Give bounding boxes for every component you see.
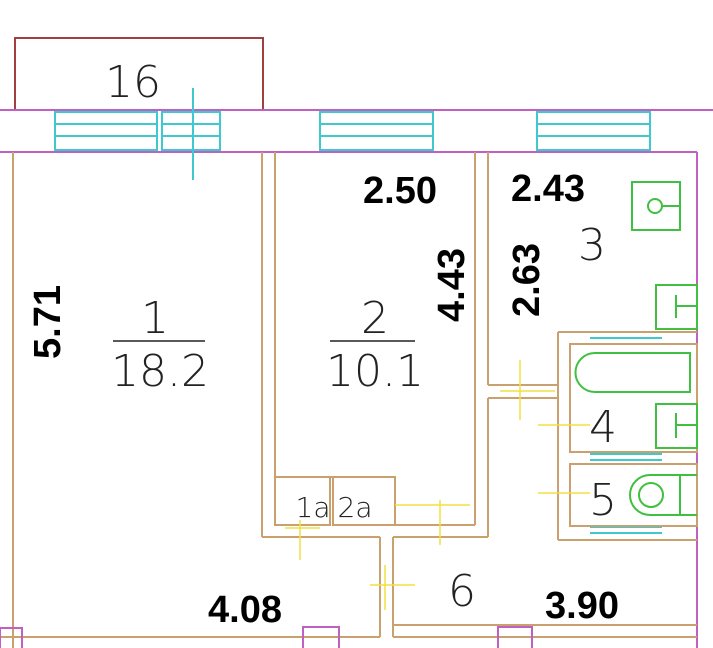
room-2-area: 10.1 (326, 346, 424, 397)
bathtub-icon (574, 352, 691, 393)
bottom-openings (0, 626, 533, 648)
door-marks (285, 360, 590, 610)
room-4-number: 4 (589, 402, 617, 453)
washbasin-icon (655, 403, 698, 449)
room-2a-number: 2a (338, 491, 373, 524)
sink-room3-icon (631, 181, 681, 231)
room-1-width-dimension: 4.08 (208, 589, 282, 631)
room-1a-number: 1a (296, 491, 331, 524)
room-1-area: 18.2 (111, 346, 209, 397)
room-2-width-dimension: 2.50 (363, 170, 437, 212)
stove-icon (655, 284, 698, 330)
room-2-number: 2 (361, 293, 389, 344)
room-3-number: 3 (578, 220, 606, 271)
room-3-height-dimension: 2.63 (506, 243, 548, 317)
balcony-label: 16 (105, 57, 161, 108)
interior-walls (0, 152, 698, 648)
toilet-icon (629, 474, 697, 516)
room-2-height-dimension: 4.43 (431, 248, 473, 322)
room-1-height-dimension: 5.71 (27, 285, 69, 359)
balcony-outline (14, 37, 264, 110)
room-5-number: 5 (589, 475, 617, 526)
room-6-number: 6 (448, 566, 476, 617)
room-6-width-dimension: 3.90 (545, 585, 619, 627)
room-3-width-dimension: 2.43 (511, 168, 585, 210)
room-1-number: 1 (141, 293, 169, 344)
